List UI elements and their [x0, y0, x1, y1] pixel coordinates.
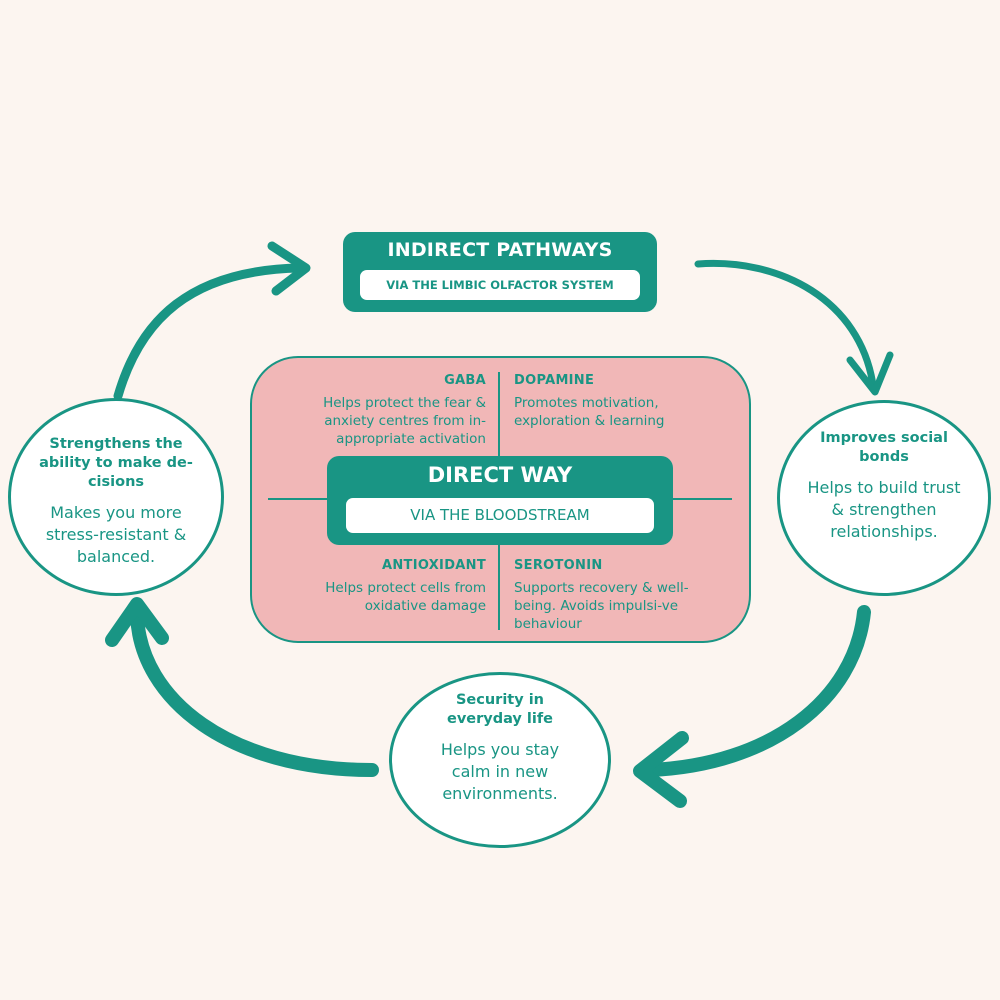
serotonin-title: SEROTONIN — [514, 558, 603, 573]
arrow-to-decisions — [130, 608, 379, 777]
arrow-head-to-security — [633, 731, 689, 808]
arrow-head-to-decisions — [105, 597, 169, 647]
indirect-pathways-subtitle: VIA THE LIMBIC OLFACTOR SYSTEM — [360, 270, 640, 300]
security-text: Helps you stay calm in new environments. — [440, 740, 560, 803]
quadrant-dopamine: DOPAMINE Promotes motivation, exploratio… — [514, 372, 729, 430]
direct-way-title: DIRECT WAY — [427, 463, 573, 487]
indirect-pathways-box: INDIRECT PATHWAYS VIA THE LIMBIC OLFACTO… — [343, 232, 657, 312]
quadrant-gaba: GABA Helps protect the fear & anxiety ce… — [274, 372, 486, 448]
arrow-to-security — [643, 605, 871, 777]
security-title: Security in everyday life — [446, 692, 554, 727]
dopamine-text: Promotes motivation, exploration & learn… — [514, 395, 665, 429]
social-title: Improves social bonds — [820, 430, 948, 465]
dopamine-title: DOPAMINE — [514, 373, 595, 388]
circle-security: Security in everyday life Helps you stay… — [389, 672, 611, 848]
quadrant-serotonin: SEROTONIN Supports recovery & well-being… — [514, 557, 729, 633]
serotonin-text: Supports recovery & well-being. Avoids i… — [514, 580, 689, 632]
arrow-head-to-social — [846, 351, 894, 396]
social-text: Helps to build trust & strengthen relati… — [807, 478, 961, 541]
quadrant-antioxidant: ANTIOXIDANT Helps protect cells from oxi… — [274, 557, 486, 615]
antioxidant-text: Helps protect cells from oxidative damag… — [325, 580, 486, 614]
indirect-pathways-title: INDIRECT PATHWAYS — [387, 239, 613, 261]
decisions-text: Makes you more stress-resistant & balanc… — [45, 503, 187, 566]
direct-way-subtitle: VIA THE BLOODSTREAM — [346, 498, 654, 533]
arrow-to-social — [694, 259, 877, 389]
decisions-title: Strengthens the ability to make de-cisio… — [39, 436, 193, 490]
arrow-to-indirect — [113, 263, 305, 401]
antioxidant-title: ANTIOXIDANT — [382, 558, 486, 573]
arrow-head-to-indirect — [267, 241, 311, 296]
gaba-title: GABA — [444, 373, 486, 388]
direct-way-box: DIRECT WAY VIA THE BLOODSTREAM — [327, 456, 673, 545]
circle-decisions: Strengthens the ability to make de-cisio… — [8, 398, 224, 596]
circle-social: Improves social bonds Helps to build tru… — [777, 400, 991, 596]
gaba-text: Helps protect the fear & anxiety centres… — [323, 395, 486, 447]
